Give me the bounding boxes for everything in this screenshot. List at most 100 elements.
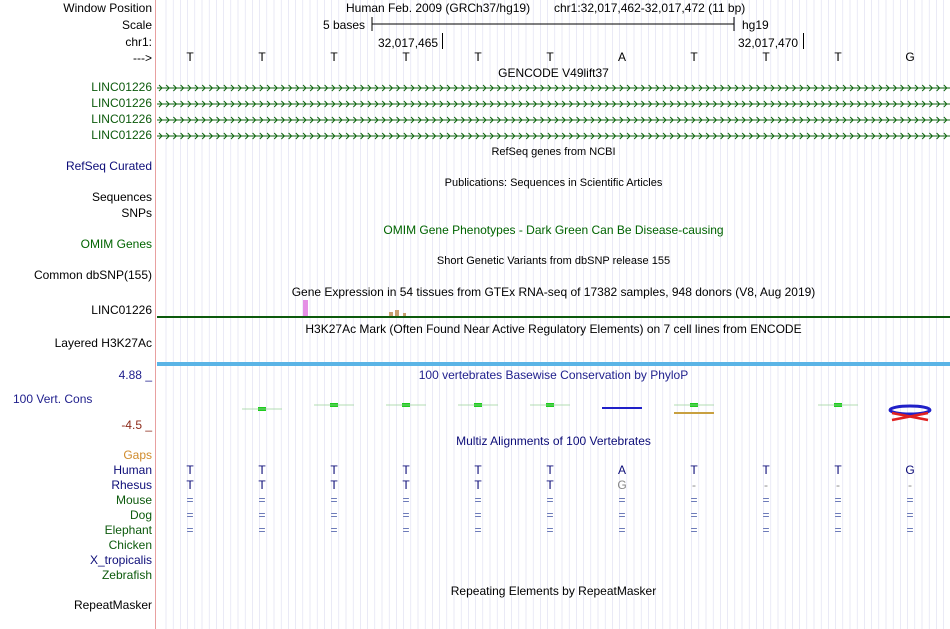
phylop-title[interactable]: 100 vertebrates Basewise Conservation by… bbox=[418, 368, 689, 382]
alignment-base: T bbox=[186, 463, 194, 477]
species-label[interactable]: Human bbox=[113, 463, 152, 477]
omim-label[interactable]: OMIM Genes bbox=[80, 237, 152, 251]
gencode-item-label[interactable]: LINC01226 bbox=[91, 80, 152, 94]
pos-mark-2: 32,017,470 bbox=[738, 36, 799, 50]
gencode-transcripts[interactable] bbox=[157, 81, 950, 143]
reference-base: T bbox=[834, 50, 842, 64]
reference-base: T bbox=[402, 50, 410, 64]
alignment-base: A bbox=[617, 463, 626, 477]
pos-mark-1: 32,017,465 bbox=[378, 36, 439, 50]
alignment-base: T bbox=[474, 478, 482, 492]
assembly-text[interactable]: Human Feb. 2009 (GRCh37/hg19) bbox=[346, 1, 531, 15]
alignment-base: = bbox=[474, 493, 482, 507]
alignment-base: T bbox=[330, 478, 338, 492]
species-label[interactable]: Elephant bbox=[104, 523, 152, 537]
repeatmasker-label[interactable]: RepeatMasker bbox=[73, 598, 152, 612]
phylop-scores[interactable] bbox=[157, 398, 950, 424]
chrom-label: chr1: bbox=[125, 35, 152, 49]
position-text[interactable]: chr1:32,017,462-32,017,472 (11 bp) bbox=[554, 1, 746, 15]
strand-label: ---> bbox=[133, 51, 152, 65]
reference-base: T bbox=[186, 50, 194, 64]
alignment-base: T bbox=[474, 463, 482, 477]
alignment-base: = bbox=[906, 508, 914, 522]
species-label[interactable]: Zebrafish bbox=[101, 568, 152, 582]
species-label[interactable]: Rhesus bbox=[111, 478, 152, 492]
multiz-title[interactable]: Multiz Alignments of 100 Vertebrates bbox=[456, 434, 651, 448]
omim-title[interactable]: OMIM Gene Phenotypes - Dark Green Can Be… bbox=[383, 223, 724, 237]
h3k27ac-signal[interactable] bbox=[157, 362, 950, 366]
alignment-base: - bbox=[836, 478, 840, 492]
alignment-base: = bbox=[258, 523, 266, 537]
alignment-base: G bbox=[617, 478, 627, 492]
alignment-base: T bbox=[762, 463, 770, 477]
alignment-base: = bbox=[690, 493, 698, 507]
gencode-title[interactable]: GENCODE V49lift37 bbox=[498, 66, 609, 80]
phylop-label[interactable]: 100 Vert. Cons bbox=[13, 392, 93, 406]
alignment-base: = bbox=[330, 493, 338, 507]
alignment-base: = bbox=[402, 508, 410, 522]
scale-db: hg19 bbox=[742, 18, 769, 32]
alignment-base: G bbox=[905, 463, 915, 477]
refseq-label[interactable]: RefSeq Curated bbox=[65, 159, 152, 173]
gencode-item-label[interactable]: LINC01226 bbox=[91, 112, 152, 126]
gencode-item-label[interactable]: LINC01226 bbox=[91, 96, 152, 110]
h3k27ac-title[interactable]: H3K27Ac Mark (Often Found Near Active Re… bbox=[305, 322, 802, 336]
alignment-base: = bbox=[402, 493, 410, 507]
pos-tick-1 bbox=[442, 33, 443, 49]
alignment-base: = bbox=[402, 523, 410, 537]
alignment-base: = bbox=[834, 523, 842, 537]
alignment-base: = bbox=[258, 493, 266, 507]
h3k27ac-label[interactable]: Layered H3K27Ac bbox=[54, 336, 152, 350]
reference-base: G bbox=[905, 50, 915, 64]
species-label[interactable]: X_tropicalis bbox=[89, 553, 152, 567]
alignment-base: T bbox=[186, 478, 194, 492]
publications-title[interactable]: Publications: Sequences in Scientific Ar… bbox=[444, 177, 663, 189]
reference-base: T bbox=[690, 50, 698, 64]
phylop-min: -4.5 _ bbox=[121, 418, 152, 432]
alignment-base: = bbox=[618, 508, 626, 522]
reference-base: A bbox=[617, 50, 626, 64]
alignment-base: - bbox=[908, 478, 912, 492]
species-label[interactable]: Dog bbox=[129, 508, 152, 522]
alignment-base: = bbox=[834, 508, 842, 522]
alignment-base: T bbox=[330, 463, 338, 477]
alignment-base: T bbox=[690, 463, 698, 477]
alignment-base: = bbox=[546, 523, 554, 537]
alignment-base: = bbox=[546, 493, 554, 507]
species-label[interactable]: Mouse bbox=[115, 493, 152, 507]
alignment-base: = bbox=[186, 523, 194, 537]
alignment-base: = bbox=[546, 508, 554, 522]
alignment-base: = bbox=[762, 523, 770, 537]
snps-label[interactable]: SNPs bbox=[121, 206, 152, 220]
scale-bar bbox=[371, 17, 735, 31]
dbsnp-title[interactable]: Short Genetic Variants from dbSNP releas… bbox=[436, 255, 671, 267]
phylop-max: 4.88 _ bbox=[118, 368, 152, 382]
window-position-label: Window Position bbox=[63, 1, 152, 15]
reference-base: T bbox=[330, 50, 338, 64]
gtex-title[interactable]: Gene Expression in 54 tissues from GTEx … bbox=[291, 285, 816, 299]
alignment-base: = bbox=[186, 508, 194, 522]
reference-base: T bbox=[474, 50, 482, 64]
alignment-base: = bbox=[762, 508, 770, 522]
scale-label: Scale bbox=[121, 18, 152, 32]
alignment-base: = bbox=[474, 523, 482, 537]
pos-tick-2 bbox=[803, 33, 804, 49]
alignment-base: T bbox=[546, 478, 554, 492]
repeatmasker-title[interactable]: Repeating Elements by RepeatMasker bbox=[450, 584, 657, 598]
gaps-label: Gaps bbox=[123, 448, 152, 462]
alignment-base: = bbox=[690, 508, 698, 522]
alignment-base: = bbox=[618, 493, 626, 507]
sequences-label[interactable]: Sequences bbox=[91, 190, 152, 204]
reference-base: T bbox=[258, 50, 266, 64]
gencode-item-label[interactable]: LINC01226 bbox=[91, 128, 152, 142]
refseq-title[interactable]: RefSeq genes from NCBI bbox=[491, 146, 616, 158]
alignment-base: T bbox=[546, 463, 554, 477]
species-label[interactable]: Chicken bbox=[108, 538, 152, 552]
alignment-base: - bbox=[764, 478, 768, 492]
alignment-base: = bbox=[330, 523, 338, 537]
dbsnp-label[interactable]: Common dbSNP(155) bbox=[33, 268, 152, 282]
alignment-base: T bbox=[258, 478, 266, 492]
gtex-expression-bars[interactable] bbox=[157, 298, 950, 320]
gtex-label[interactable]: LINC01226 bbox=[91, 303, 152, 317]
alignment-base: T bbox=[258, 463, 266, 477]
